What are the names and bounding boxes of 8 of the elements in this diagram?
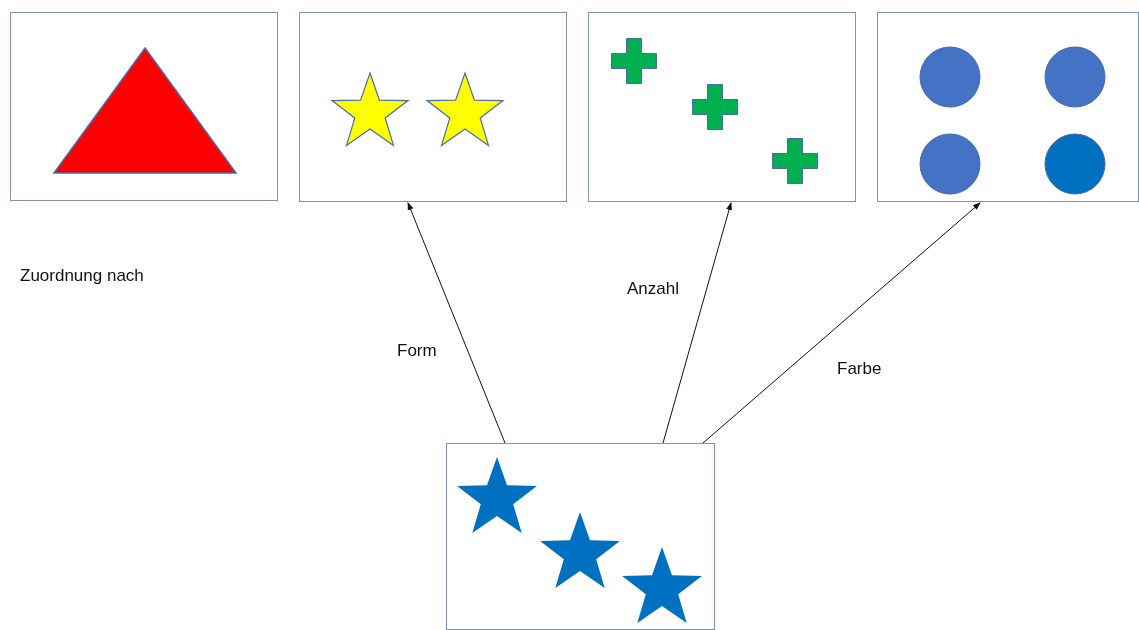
arrow [662,202,732,444]
card [446,443,715,630]
card [877,12,1139,202]
card [299,12,567,202]
card [588,12,856,202]
arrow [407,202,506,444]
arrow [702,202,981,444]
card [10,12,278,201]
